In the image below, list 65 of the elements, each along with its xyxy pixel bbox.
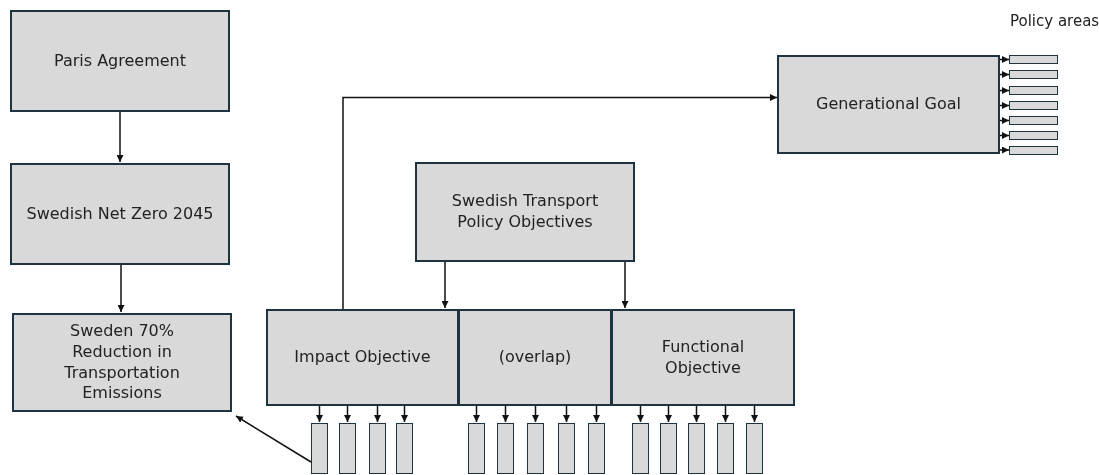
box-label: Swedish Transport Policy Objectives — [450, 191, 600, 233]
process-box — [611, 309, 795, 406]
bar — [1009, 116, 1058, 125]
arrow — [665, 405, 672, 423]
arrow — [999, 102, 1010, 109]
arrow — [999, 146, 1010, 154]
bar — [717, 423, 734, 474]
box-label: Impact Objective — [293, 347, 432, 368]
bar — [1009, 101, 1058, 110]
arrow — [473, 405, 480, 423]
bar — [1009, 55, 1058, 64]
arrow — [374, 405, 381, 423]
arrow — [693, 405, 700, 423]
box-label: Paris Agreement — [52, 50, 187, 72]
arrow — [116, 111, 124, 163]
arrow — [593, 405, 600, 423]
bar — [588, 423, 605, 474]
arrow — [999, 117, 1010, 124]
bar — [746, 423, 763, 474]
bar — [660, 423, 677, 474]
arrow — [999, 87, 1010, 94]
arrow — [637, 405, 644, 423]
arrow — [999, 71, 1010, 78]
arrow — [344, 405, 351, 423]
bar — [558, 423, 575, 474]
bar — [311, 423, 328, 474]
bar — [396, 423, 413, 474]
arrow — [563, 405, 570, 423]
arrow — [342, 94, 778, 310]
bar — [369, 423, 386, 474]
arrow — [401, 405, 408, 423]
arrow — [316, 405, 323, 423]
bar — [339, 423, 356, 474]
arrow — [621, 261, 629, 309]
box-label: (overlap) — [497, 347, 573, 368]
heading-label: Policy areas — [1010, 12, 1099, 30]
bar — [632, 423, 649, 474]
arrow — [235, 415, 312, 463]
arrow — [117, 264, 125, 313]
box-label: Swedish Net Zero 2045 — [25, 203, 215, 225]
process-box — [777, 55, 1000, 154]
arrow — [751, 405, 758, 423]
arrow — [502, 405, 509, 423]
arrow — [999, 56, 1010, 63]
bar — [497, 423, 514, 474]
box-label: Functional Objective — [660, 336, 746, 379]
process-box — [458, 309, 612, 406]
bar — [468, 423, 485, 474]
box-label: Generational Goal — [815, 94, 962, 115]
bar — [1009, 86, 1058, 95]
bar — [688, 423, 705, 474]
bar — [1009, 131, 1058, 140]
process-box — [266, 309, 459, 406]
arrow — [722, 405, 729, 423]
arrow — [999, 132, 1010, 139]
process-box — [10, 10, 230, 112]
process-box — [10, 163, 230, 265]
arrow — [532, 405, 539, 423]
bar — [1009, 146, 1058, 155]
process-box — [12, 313, 232, 412]
bar — [1009, 70, 1058, 79]
arrow — [441, 261, 449, 309]
process-box — [415, 162, 635, 262]
box-label: Sweden 70% Reduction in Transportation Emissions — [63, 320, 181, 405]
bar — [527, 423, 544, 474]
